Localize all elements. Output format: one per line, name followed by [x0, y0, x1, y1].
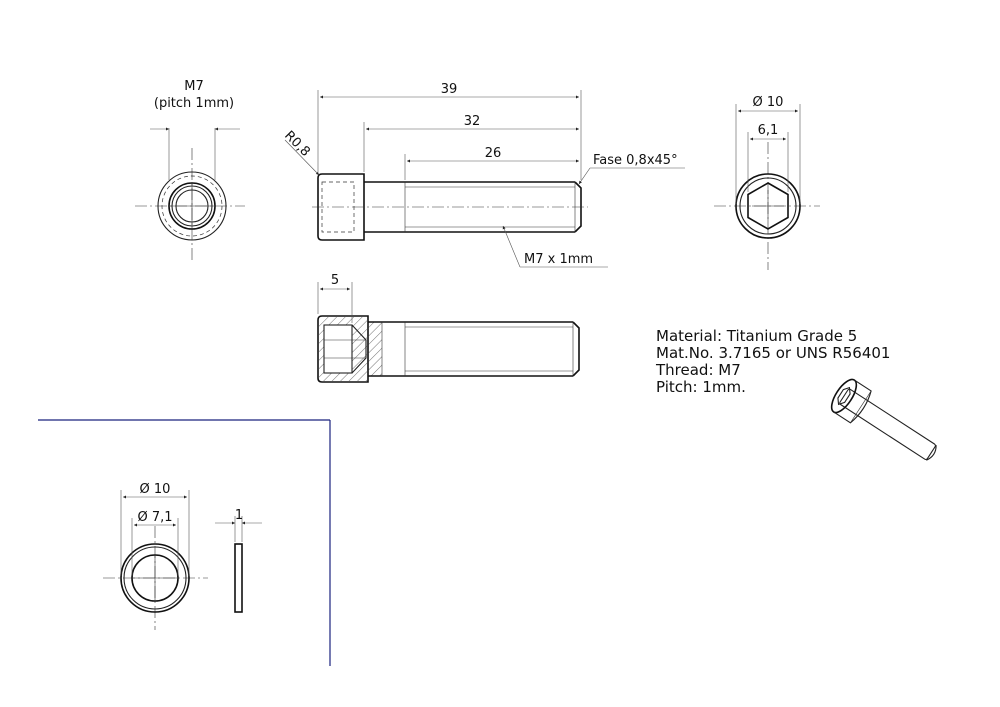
washer-thickness-dim: 1: [235, 508, 243, 523]
thread-callout: M7 x 1mm: [524, 252, 593, 267]
bolt-section-view: 5: [317, 273, 580, 383]
chamfer-label: Fase 0,8x45°: [593, 153, 678, 168]
overall-length-dim: 39: [441, 82, 458, 97]
note-thread: Thread: M7: [655, 361, 741, 379]
head-end-view: Ø 10 6,1: [714, 95, 820, 270]
thread-end-view: M7 (pitch 1mm): [135, 79, 245, 262]
head-diameter-dim: Ø 10: [753, 95, 784, 110]
thread-size-label: M7: [184, 79, 204, 94]
note-mat-no: Mat.No. 3.7165 or UNS R56401: [656, 344, 890, 362]
washer-inner-dim: Ø 7,1: [137, 510, 172, 525]
hex-width-dim: 6,1: [758, 123, 779, 138]
radius-label: R0,8: [281, 128, 313, 160]
note-pitch: Pitch: 1mm.: [656, 378, 746, 396]
pitch-label: (pitch 1mm): [154, 96, 234, 111]
note-material: Material: Titanium Grade 5: [656, 327, 857, 345]
thread-length-dim: 26: [485, 146, 502, 161]
washer-side-view: 1: [215, 508, 262, 613]
washer-frame: [38, 419, 331, 666]
isometric-bolt-icon: [830, 378, 937, 461]
socket-depth-dim: 5: [331, 273, 339, 288]
washer-front-view: Ø 10 Ø 7,1: [103, 482, 208, 630]
shank-length-dim: 32: [464, 114, 481, 129]
bolt-side-view: 39 32 26 R0,8 Fase 0,8x45° M7 x 1mm: [281, 82, 685, 268]
material-notes: Material: Titanium Grade 5 Mat.No. 3.716…: [655, 327, 890, 396]
washer-outer-dim: Ø 10: [140, 482, 171, 497]
